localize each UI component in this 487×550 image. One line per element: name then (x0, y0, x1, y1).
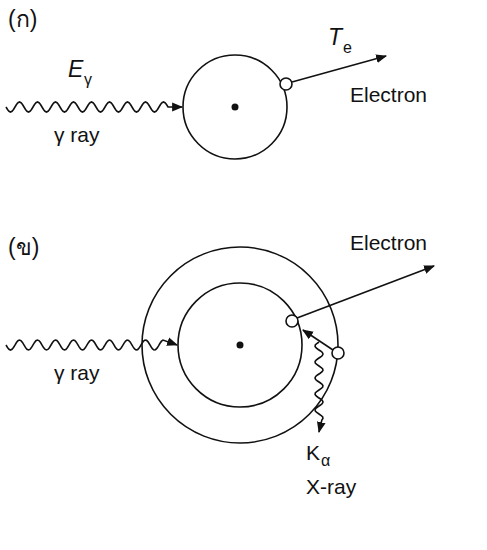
gamma-ray-wave (6, 102, 182, 112)
x-ray-wave (315, 342, 323, 432)
particle-label: Electron (350, 232, 427, 253)
nucleus (237, 342, 244, 349)
electron-arrow (292, 56, 386, 82)
inner-shell (178, 283, 302, 407)
electron-arrow (297, 266, 434, 318)
electron (280, 78, 292, 90)
outer-shell (142, 247, 338, 443)
radiation-label: X-ray (306, 476, 356, 497)
energy-symbol: T (328, 26, 342, 49)
energy-symbol: E (68, 58, 83, 81)
nucleus (232, 104, 239, 111)
panel-label: (ข) (8, 236, 39, 259)
subscript: α (321, 453, 330, 469)
subscript: e (343, 40, 352, 56)
subscript: γ (84, 72, 92, 88)
radiation-label: γ ray (54, 124, 100, 145)
radiation-label: γ ray (54, 362, 100, 383)
atom-shell (183, 55, 287, 159)
particle-label: Electron (350, 84, 427, 105)
gamma-ray-wave (6, 340, 177, 350)
line-symbol: K (306, 442, 320, 463)
panel-label: (ก) (8, 8, 37, 31)
electron (286, 315, 298, 327)
transition-arrow (303, 330, 333, 350)
electron (332, 347, 344, 359)
